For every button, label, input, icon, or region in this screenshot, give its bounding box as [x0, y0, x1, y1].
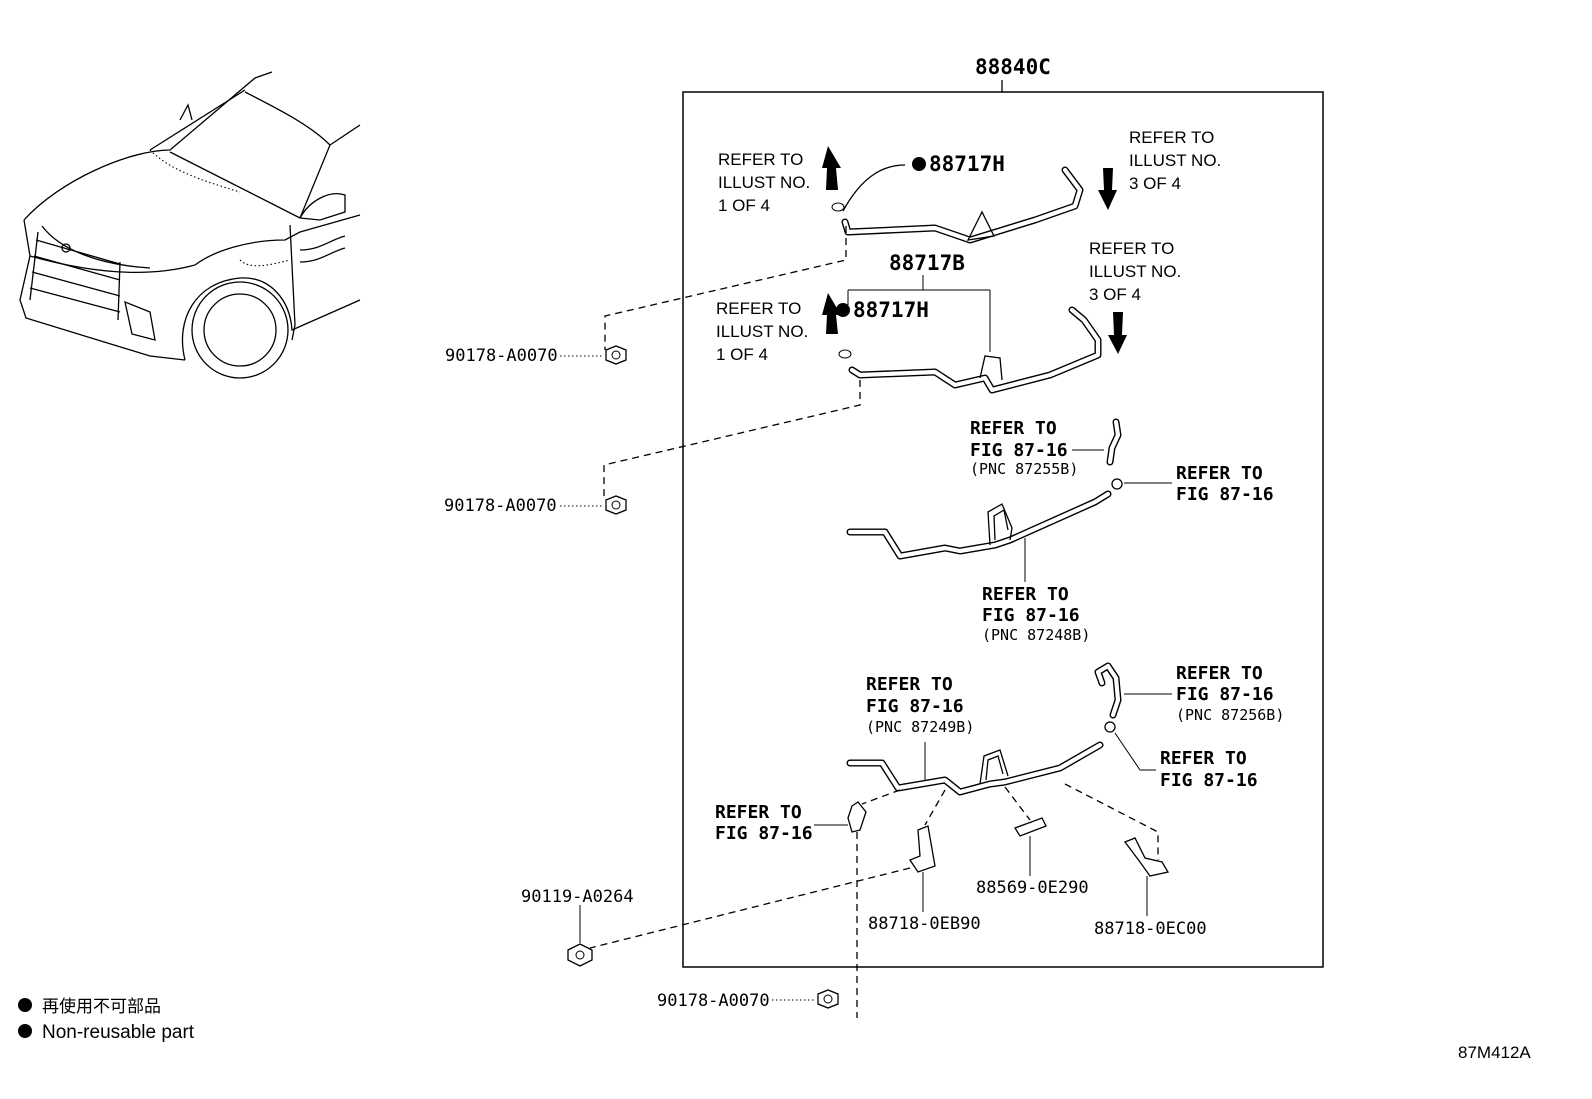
pipe2-hose-ref-line1: REFER TO: [1176, 663, 1263, 684]
pipe2-clamp-ref-line1: REFER TO: [1160, 748, 1247, 769]
svg-text:3 OF 4: 3 OF 4: [1129, 174, 1181, 193]
upper-refer-left-line1: REFER TO: [718, 150, 803, 169]
svg-text:ILLUST NO.: ILLUST NO.: [1089, 262, 1181, 281]
clamp-b-icon: [1014, 817, 1047, 837]
mid-refer-left-line2: ILLUST NO.: [716, 322, 808, 341]
svg-text:REFER TO: REFER TO: [866, 674, 953, 695]
hose-group: 88717B 88717H REFER TO ILLUST NO. 1 OF 4…: [716, 239, 1181, 394]
upper-refer-left-line3: 1 OF 4: [718, 196, 770, 215]
svg-text:1 OF 4: 1 OF 4: [718, 196, 770, 215]
svg-text:FIG 87-16: FIG 87-16: [1176, 684, 1274, 705]
brackets-and-clamps: REFER TO FIG 87-16 88718-0EB90 88569-0E2…: [715, 783, 1207, 939]
svg-text:FIG 87-16: FIG 87-16: [970, 440, 1068, 461]
bracket-ref-line2: FIG 87-16: [715, 823, 813, 844]
pipe2-clamp-ref-line2: FIG 87-16: [1160, 770, 1258, 791]
clamp-b-number[interactable]: 88569-0E290: [976, 878, 1089, 898]
nut-middle-number[interactable]: 90178-A0070: [444, 496, 557, 516]
pipe-two: REFER TO FIG 87-16 (PNC 87249B) REFER TO…: [846, 662, 1284, 796]
nut-bottom-number[interactable]: 90178-A0070: [657, 991, 770, 1011]
hose-group-number[interactable]: 88717B: [889, 251, 965, 275]
pipe1-ref-line3: (PNC 87248B): [982, 626, 1090, 644]
nut-upper-number[interactable]: 90178-A0070: [445, 346, 558, 366]
svg-text:REFER TO: REFER TO: [1089, 239, 1174, 258]
mid-oring-number[interactable]: 88717H: [853, 298, 929, 322]
arrow-down-icon: [1098, 168, 1117, 210]
arrow-down-icon: [1108, 312, 1127, 354]
nut-icon: [817, 989, 839, 1009]
pipe2-ref-line1: REFER TO: [866, 674, 953, 695]
pipe1-ref-line2: FIG 87-16: [982, 605, 1080, 626]
legend-en: Non-reusable part: [42, 1022, 195, 1043]
svg-text:REFER TO: REFER TO: [970, 418, 1057, 439]
svg-text:ILLUST NO.: ILLUST NO.: [716, 322, 808, 341]
pipe1-hose-ref-line2: FIG 87-16: [970, 440, 1068, 461]
upper-refer-right-line1: REFER TO: [1129, 128, 1214, 147]
mid-refer-right-line1: REFER TO: [1089, 239, 1174, 258]
svg-text:ILLUST NO.: ILLUST NO.: [718, 173, 810, 192]
clamp-a-icon: [909, 825, 936, 873]
upper-oring-number[interactable]: 88717H: [929, 152, 1005, 176]
svg-text:REFER TO: REFER TO: [1176, 663, 1263, 684]
pipe-one: REFER TO FIG 87-16 (PNC 87255B) REFER TO…: [846, 418, 1274, 644]
svg-text:FIG 87-16: FIG 87-16: [715, 823, 813, 844]
svg-text:FIG 87-16: FIG 87-16: [1176, 484, 1274, 505]
pipe2-ref-line2: FIG 87-16: [866, 696, 964, 717]
svg-text:REFER TO: REFER TO: [1129, 128, 1214, 147]
svg-text:REFER TO: REFER TO: [716, 299, 801, 318]
vehicle-illustration: [19, 71, 361, 379]
pipe1-clamp-ref-line1: REFER TO: [1176, 463, 1263, 484]
mid-refer-left-line1: REFER TO: [716, 299, 801, 318]
svg-text:REFER TO: REFER TO: [1176, 463, 1263, 484]
pipe1-hose-ref-line1: REFER TO: [970, 418, 1057, 439]
non-reusable-marker-icon: [912, 157, 926, 171]
outside-fasteners: 90178-A0070 90178-A0070 90119-A0264 9017…: [444, 226, 911, 1018]
arrow-up-icon: [822, 293, 841, 334]
svg-text:3 OF 4: 3 OF 4: [1089, 285, 1141, 304]
legend: 再使用不可部品 Non-reusable part: [18, 996, 195, 1043]
svg-text:ILLUST NO.: ILLUST NO.: [1129, 151, 1221, 170]
mid-refer-right-line2: ILLUST NO.: [1089, 262, 1181, 281]
svg-text:REFER TO: REFER TO: [1160, 748, 1247, 769]
svg-text:(PNC 87248B): (PNC 87248B): [982, 626, 1090, 644]
pipe1-clamp-ref-line2: FIG 87-16: [1176, 484, 1274, 505]
upper-refer-left-line2: ILLUST NO.: [718, 173, 810, 192]
svg-text:REFER TO: REFER TO: [718, 150, 803, 169]
pipe1-ref-line1: REFER TO: [982, 584, 1069, 605]
clamp-a-number[interactable]: 88718-0EB90: [868, 914, 981, 934]
svg-text:FIG 87-16: FIG 87-16: [982, 605, 1080, 626]
pipe2-ref-line3: (PNC 87249B): [866, 718, 974, 736]
diagram-id: 87M412A: [1458, 1043, 1531, 1062]
svg-text:(PNC 87255B): (PNC 87255B): [970, 460, 1078, 478]
upper-refer-right-line3: 3 OF 4: [1129, 174, 1181, 193]
svg-text:(PNC 87249B): (PNC 87249B): [866, 718, 974, 736]
arrow-up-icon: [822, 146, 841, 190]
pipe2-hose-ref-line2: FIG 87-16: [1176, 684, 1274, 705]
svg-text:FIG 87-16: FIG 87-16: [866, 696, 964, 717]
assembly-part-number[interactable]: 88840C: [975, 55, 1051, 79]
clamp-c-icon: [1123, 837, 1170, 877]
mid-refer-left-line3: 1 OF 4: [716, 345, 768, 364]
bolt-icon: [567, 943, 593, 967]
bolt-number[interactable]: 90119-A0264: [521, 887, 634, 907]
svg-text:REFER TO: REFER TO: [715, 802, 802, 823]
svg-text:1 OF 4: 1 OF 4: [716, 345, 768, 364]
non-reusable-marker-icon: [18, 998, 32, 1012]
upper-refer-right-line2: ILLUST NO.: [1129, 151, 1221, 170]
svg-text:(PNC 87256B): (PNC 87256B): [1176, 706, 1284, 724]
svg-text:REFER TO: REFER TO: [982, 584, 1069, 605]
legend-jp: 再使用不可部品: [42, 996, 161, 1016]
bracket-ref-line1: REFER TO: [715, 802, 802, 823]
nut-icon: [605, 495, 627, 515]
non-reusable-marker-icon: [18, 1024, 32, 1038]
svg-text:FIG 87-16: FIG 87-16: [1160, 770, 1258, 791]
bracket-icon: [847, 801, 867, 833]
pipe2-hose-ref-line3: (PNC 87256B): [1176, 706, 1284, 724]
mid-refer-right-line3: 3 OF 4: [1089, 285, 1141, 304]
pipe1-hose-ref-line3: (PNC 87255B): [970, 460, 1078, 478]
assembly-frame: 88840C: [682, 55, 1324, 968]
upper-hose: 88717H REFER TO ILLUST NO. 1 OF 4 REFER …: [718, 128, 1221, 244]
clamp-c-number[interactable]: 88718-0EC00: [1094, 919, 1207, 939]
nut-icon: [605, 345, 627, 365]
